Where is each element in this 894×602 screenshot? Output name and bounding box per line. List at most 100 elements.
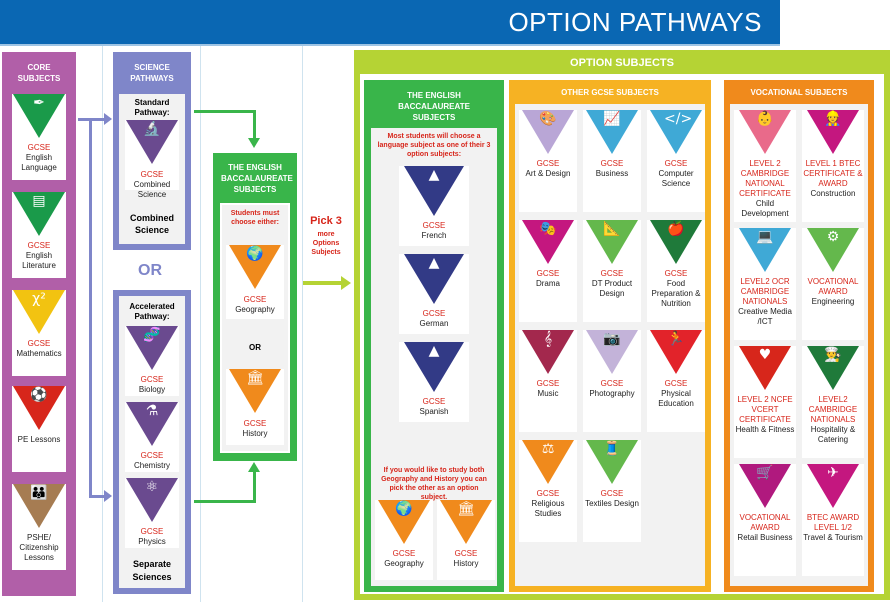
subject-label: PE Lessons xyxy=(17,435,61,444)
chart-icon: 📈 xyxy=(586,110,638,154)
qualification-label: GCSE xyxy=(664,379,688,388)
vocational-panel: VOCATIONAL SUBJECTS 👶LEVEL 2 CAMBRIDGE N… xyxy=(724,80,874,592)
standard-pathway-title: Standard Pathway: xyxy=(134,98,170,117)
qualification-label: GCSE xyxy=(536,489,560,498)
subject-label: Child Development xyxy=(741,199,789,218)
subject-label: Creative Media /ICT xyxy=(738,307,792,326)
subject-label: Health & Fitness xyxy=(735,425,795,434)
subject-label: Art & Design xyxy=(525,169,571,178)
standard-pathway-box: Standard Pathway: 🔬 GCSE Combined Scienc… xyxy=(119,94,185,244)
apple-icon: 🍎 xyxy=(650,220,702,264)
combined-science-card[interactable]: 🔬 GCSE Combined Science xyxy=(125,120,179,199)
heart-icon: ♥ xyxy=(739,346,791,390)
treble-clef-icon: 𝄞 xyxy=(522,330,574,374)
ebacc-small-note: Students must choose either: xyxy=(230,210,280,226)
qualification-label: LEVEL 2 CAMBRIDGE NATIONAL CERTIFICATE xyxy=(739,159,791,198)
connector xyxy=(89,118,105,121)
subject-label: Drama xyxy=(535,279,560,288)
arrow-head xyxy=(248,462,260,472)
qualification-label: GCSE xyxy=(454,549,478,558)
vocational-title: VOCATIONAL SUBJECTS xyxy=(750,88,848,97)
subject-label: Travel & Tourism xyxy=(803,533,863,542)
core-subject-card[interactable]: ⚽PE Lessons xyxy=(12,386,66,472)
arrow-head xyxy=(104,490,112,502)
subject-label: Chemistry xyxy=(133,461,170,470)
subject-label: Physics xyxy=(138,537,166,546)
subject-label: German xyxy=(419,319,449,328)
ebacc-options-panel: THE ENGLISH BACCALAUREATE SUBJECTS Most … xyxy=(364,80,504,592)
qualification-label: GCSE xyxy=(536,269,560,278)
core-subjects-title: CORE SUBJECTS xyxy=(17,63,61,83)
qualification-label: GCSE xyxy=(600,159,624,168)
germany-landmark-icon: ▲ xyxy=(404,254,464,304)
subject-label: Engineering xyxy=(811,297,855,306)
subject-label: PSHE/ Citizenship Lessons xyxy=(19,533,59,562)
geography-card[interactable]: 🌍 GCSE Geography xyxy=(226,245,284,319)
science-standard-panel: SCIENCE PATHWAYS Standard Pathway: 🔬 GCS… xyxy=(113,52,191,250)
subject-label: History xyxy=(453,559,479,568)
quill-icon: ✒ xyxy=(13,94,65,138)
subject-label: Geography xyxy=(384,559,424,568)
subject-label: Mathematics xyxy=(16,349,62,358)
or-divider: OR xyxy=(138,262,162,279)
pick-sub: more Options Subjects xyxy=(311,231,341,256)
qualification-label: GCSE xyxy=(27,241,51,250)
ruler-icon: 📐 xyxy=(586,220,638,264)
gcse-label: GCSE xyxy=(243,419,267,428)
qualification-label: GCSE xyxy=(536,159,560,168)
divider xyxy=(102,46,103,602)
pick-main: Pick 3 xyxy=(310,215,342,227)
subject-label: Combined Science xyxy=(133,180,171,199)
qualification-label: GCSE xyxy=(600,379,624,388)
gcse-label: GCSE xyxy=(243,295,267,304)
subject-label: Computer Science xyxy=(658,169,694,188)
globe-icon: 🌍 xyxy=(229,245,281,289)
subject-label: Music xyxy=(537,389,559,398)
connector xyxy=(89,118,92,498)
subject-label: English Literature xyxy=(22,251,56,270)
math-icon: χ² xyxy=(13,290,65,334)
history-card[interactable]: 🏛 GCSE History xyxy=(226,369,284,445)
camera-icon: 📷 xyxy=(586,330,638,374)
globe-icon: 🌍 xyxy=(378,500,430,544)
ebacc-options-note: Most students will choose a language sub… xyxy=(377,133,491,158)
qualification-label: GCSE xyxy=(664,159,688,168)
core-subject-card[interactable]: 👪PSHE/ Citizenship Lessons xyxy=(12,484,66,570)
scales-icon: ⚖ xyxy=(522,440,574,484)
divider xyxy=(302,46,303,602)
